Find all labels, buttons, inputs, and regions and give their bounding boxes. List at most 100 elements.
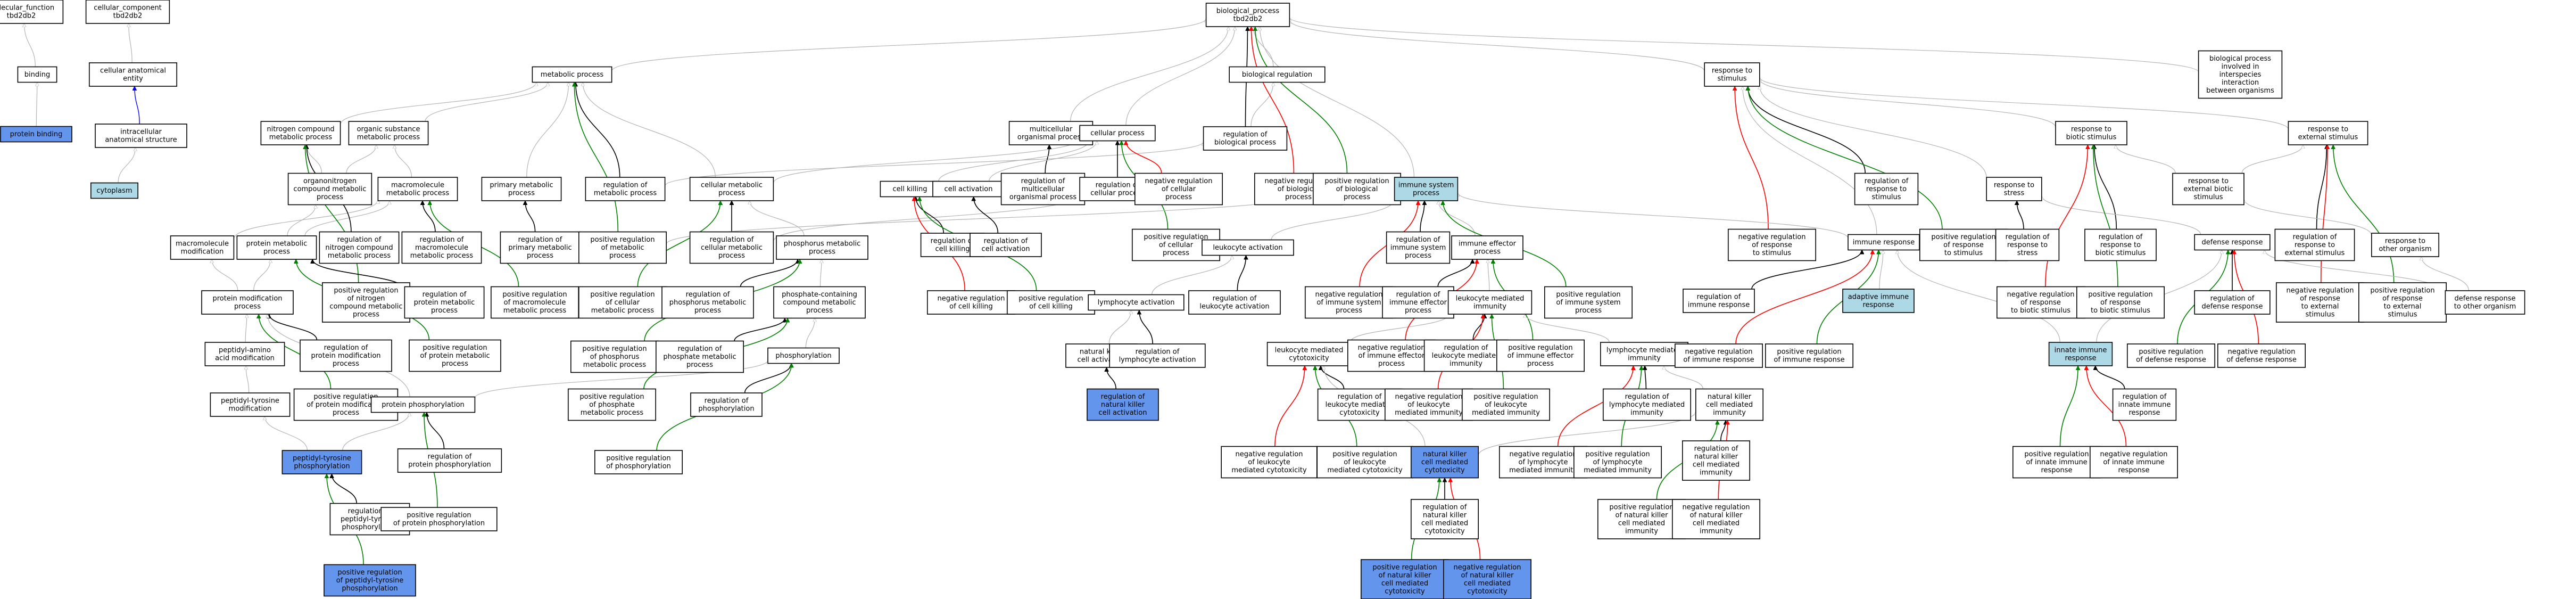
go-term-node-metab: metabolic process: [532, 66, 612, 83]
edge-is-a: [2422, 256, 2470, 291]
node-label-line: negative regulation: [2227, 348, 2295, 356]
edge-is-a: [1525, 314, 1610, 343]
node-label-line: phosphorylation: [698, 405, 754, 413]
node-label-line: of peptidyl-tyrosine: [336, 577, 404, 585]
node-label-line: cell mediated: [1421, 458, 1468, 466]
edge-is-a: [820, 259, 822, 287]
node-label-line: of response: [2382, 295, 2423, 303]
node-label-line: positive regulation: [2139, 348, 2203, 356]
node-box: [2288, 121, 2368, 145]
node-box: [767, 347, 840, 364]
node-label-line: cell mediated: [1464, 580, 1511, 588]
node-label-line: protein binding: [10, 130, 63, 138]
node-label-line: mediated immunity: [1395, 409, 1463, 417]
node-box: [2048, 342, 2113, 366]
node-label-line: organic substance: [357, 126, 420, 134]
edge-negatively-regulates: [1274, 366, 1305, 447]
node-label-line: stimulus: [1871, 193, 1901, 201]
edge-regulates: [1437, 259, 1472, 287]
edge-regulates: [734, 318, 785, 341]
node-box: [1544, 286, 1633, 319]
edge-is-a: [1349, 314, 1449, 343]
edge-is-a: [245, 314, 247, 343]
node-label-line: innate immune: [2118, 401, 2171, 409]
node-label-line: response to: [2385, 237, 2425, 245]
node-box: [1423, 339, 1509, 372]
edge-is-a: [346, 144, 376, 174]
edge-regulates: [1237, 256, 1246, 291]
node-label-line: positive regulation: [606, 455, 670, 463]
node-label-line: other organism: [2379, 245, 2431, 253]
node-box: [656, 340, 744, 373]
node-label-line: regulation of: [518, 236, 562, 244]
node-label-line: defense response: [2201, 303, 2263, 311]
edge-is-a: [989, 141, 1097, 182]
node-label-line: to biotic stimulus: [2091, 307, 2150, 315]
edge-regulates: [2316, 145, 2327, 229]
node-label-line: of leukocyte: [1248, 458, 1290, 466]
node-label-line: process: [508, 190, 535, 198]
node-label-line: process: [1575, 307, 1602, 315]
node-label-line: regulation of: [420, 236, 464, 244]
node-label-line: immunity: [1700, 469, 1733, 477]
node-label-line: immune effector: [1459, 240, 1517, 248]
go-term-node-cytoplasm: cytoplasm: [90, 182, 139, 199]
node-label-line: immune system: [1398, 182, 1454, 190]
node-label-line: regulation of: [428, 453, 472, 461]
node-label-line: positive regulation: [2024, 450, 2089, 458]
node-label-line: of immune effector: [1359, 352, 1425, 360]
node-label-line: stimulus: [2305, 311, 2334, 319]
node-label-line: positive regulation: [1473, 393, 1538, 401]
node-label-line: positive regulation: [423, 344, 487, 352]
node-box: [210, 392, 291, 417]
node-label-line: positive regulation: [590, 236, 655, 244]
node-label-line: metabolic process: [594, 190, 657, 198]
node-label-line: to stimulus: [1944, 249, 1983, 257]
edge-positively-regulates: [2093, 145, 2118, 287]
node-label-line: response to: [1866, 185, 1907, 193]
node-box: [2194, 290, 2271, 315]
node-label-line: of natural killer: [1690, 512, 1743, 520]
edge-regulates: [1748, 86, 1866, 174]
node-box: [689, 177, 774, 201]
node-box: [1765, 343, 1854, 368]
node-label-line: mediated immunity: [1472, 409, 1540, 417]
node-box: [404, 286, 485, 319]
node-label-line: defense response: [2201, 239, 2263, 247]
node-label-line: process: [609, 252, 636, 260]
node-box: [1682, 440, 1751, 481]
node-box: [1496, 339, 1585, 372]
node-label-line: process: [527, 252, 553, 260]
node-label-line: negative regulation: [1315, 291, 1382, 299]
node-label-line: protein metabolic: [414, 299, 475, 307]
node-label-line: binding: [24, 71, 50, 79]
node-box: [1683, 289, 1755, 313]
node-label-line: phosphorylation: [775, 352, 831, 360]
node-label-line: of innate immune: [2103, 458, 2164, 466]
node-label-line: of defense response: [2226, 356, 2297, 364]
edge-regulates: [1045, 145, 1049, 174]
edge-layer: [24, 17, 2470, 565]
node-box: [401, 231, 482, 264]
node-box: [1305, 286, 1394, 319]
node-label-line: of natural killer: [1379, 572, 1432, 580]
node-label-line: regulation of: [1021, 177, 1065, 185]
node-label-line: positive regulation: [313, 393, 378, 401]
node-label-line: to external: [2384, 303, 2422, 311]
